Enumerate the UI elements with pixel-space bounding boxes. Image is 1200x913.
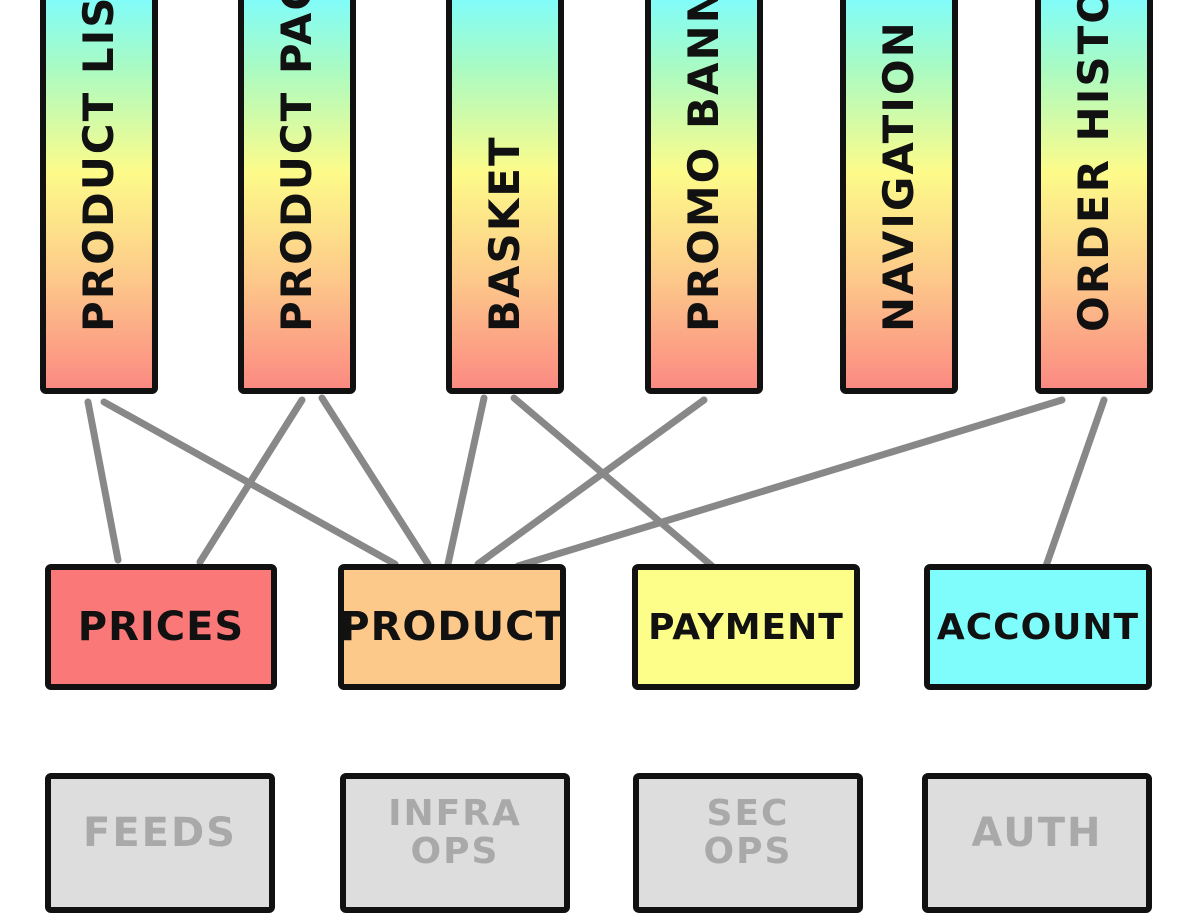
link-order-history-product — [514, 396, 1066, 570]
infra-ops-label-line2: OPS — [410, 831, 500, 872]
prices-label: Prices — [77, 604, 245, 650]
auth-label: AUTH — [971, 810, 1103, 856]
navigation-label: NAVIGATION — [874, 20, 923, 332]
payment-box: Payment — [632, 564, 860, 690]
link-product-page-prices — [196, 396, 306, 566]
basket-box: BASKET — [446, 0, 564, 394]
order-history-box: ORDER HISTORY — [1035, 0, 1153, 394]
link-basket-payment — [510, 394, 716, 570]
order-history-label: ORDER HISTORY — [1069, 0, 1118, 332]
link-product-list-prices — [84, 398, 122, 564]
prices-box: Prices — [45, 564, 277, 690]
basket-label: BASKET — [480, 135, 529, 332]
navigation-box: NAVIGATION — [840, 0, 958, 394]
sec-ops-box: SEC OPS — [633, 773, 863, 913]
auth-box: AUTH — [922, 773, 1152, 913]
product-list-box: PRODUCT LIST — [40, 0, 158, 394]
link-basket-product — [444, 394, 488, 568]
feeds-label: FEEDS — [83, 810, 237, 856]
promo-banner-box: PROMO BANNER — [645, 0, 763, 394]
link-promo-banner-product — [474, 396, 708, 568]
link-order-history-account — [1042, 396, 1108, 570]
sec-ops-label-line1: SEC — [706, 793, 790, 835]
product-label: Product — [340, 604, 564, 650]
sec-ops-label-line2: OPS — [703, 831, 793, 872]
product-list-label: PRODUCT LIST — [74, 0, 123, 332]
promo-banner-label: PROMO BANNER — [679, 0, 728, 332]
infra-ops-box: INFRA OPS — [340, 773, 570, 913]
payment-label: Payment — [648, 606, 844, 648]
account-box: Account — [924, 564, 1152, 690]
product-box: Product — [338, 564, 566, 690]
account-label: Account — [936, 606, 1140, 648]
feeds-box: FEEDS — [45, 773, 275, 913]
infra-ops-label-line1: INFRA — [388, 793, 522, 835]
product-page-label: PRODUCT PAGE — [272, 0, 321, 332]
link-product-page-product — [318, 394, 432, 568]
product-page-box: PRODUCT PAGE — [238, 0, 356, 394]
